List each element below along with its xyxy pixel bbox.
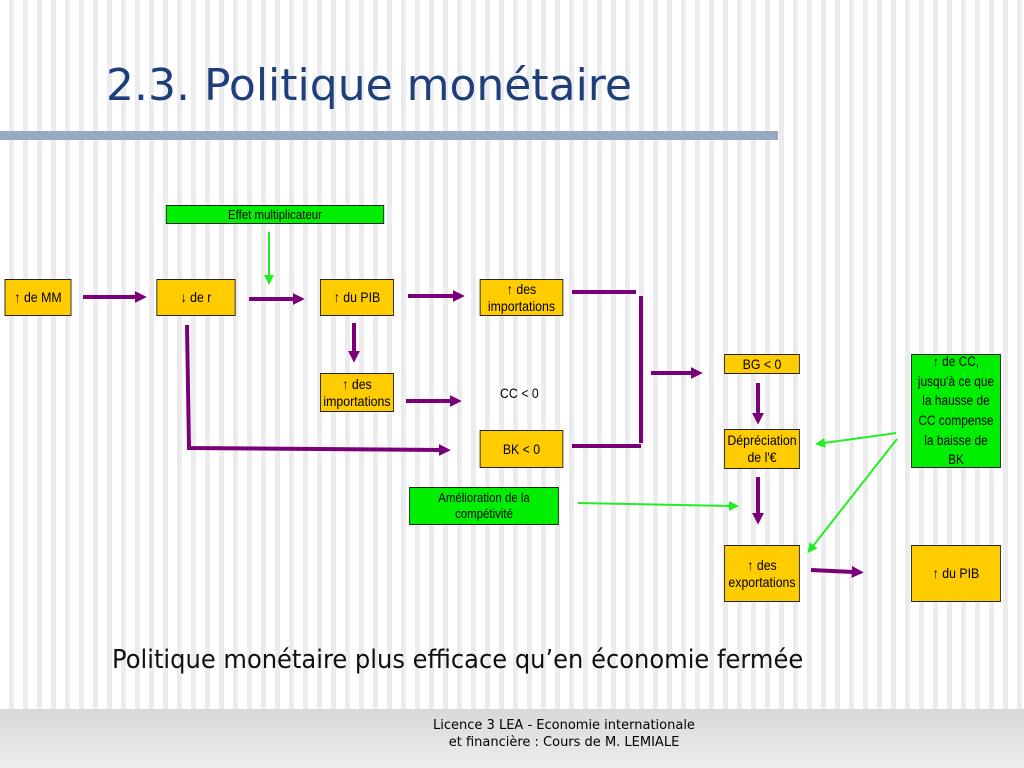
slide-conclusion: Politique monétaire plus efficace qu’en …	[112, 645, 804, 675]
footer-line-2: et financière : Cours de M. LEMIALE	[448, 735, 680, 750]
arrow-cc-to-exportations	[807, 438, 898, 554]
footer-line-1: Licence 3 LEA - Economie internationale	[433, 718, 695, 733]
box-hausse-mm: ↑ de MM	[4, 279, 72, 316]
arrow-r-down-to-bk	[185, 324, 451, 456]
box-hausse-importations-top: ↑ des importations	[479, 279, 564, 316]
arrow-exportations-to-pib	[810, 565, 864, 578]
box-baisse-r: ↓ de r	[156, 279, 236, 316]
arrow-cc-to-depreciation	[815, 432, 897, 448]
label-cc-negatif: CC < 0	[500, 385, 539, 401]
arrow-amelioration-to-exportations	[577, 500, 739, 511]
box-hausse-pib-final: ↑ du PIB	[911, 545, 1001, 602]
box-bg-negatif: BG < 0	[724, 354, 800, 374]
box-hausse-exportations: ↑ des exportations	[724, 545, 800, 602]
footer-band	[0, 709, 1024, 768]
slide-title: 2.3. Politique monétaire	[106, 60, 633, 111]
slide-footer: Licence 3 LEA - Economie internationale …	[380, 717, 748, 751]
box-effet-multiplicateur: Effet multiplicateur	[165, 205, 385, 224]
box-hausse-importations-mid: ↑ des importations	[320, 373, 394, 412]
box-depreciation-euro: Dépréciation de l'€	[724, 429, 800, 469]
box-hausse-pib: ↑ du PIB	[320, 279, 394, 316]
box-amelioration-competivite: Amélioration de la compétivité	[409, 487, 559, 525]
title-rule	[0, 131, 778, 140]
box-bk-negatif: BK < 0	[479, 430, 564, 468]
box-hausse-cc: ↑ de CC, jusqu'à ce que la hausse de CC …	[911, 354, 1001, 468]
